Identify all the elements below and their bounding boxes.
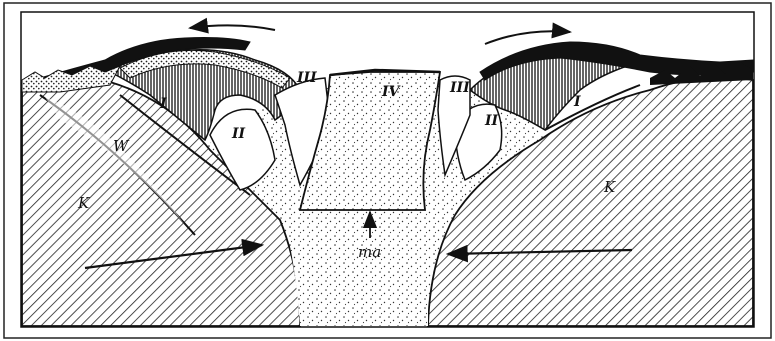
label-zone-IV: IV	[381, 84, 402, 100]
label-magma: ma	[358, 243, 381, 261]
label-zone-I-right: I	[573, 94, 581, 110]
label-zone-III-left: III	[296, 70, 317, 86]
central-vent	[285, 225, 430, 326]
label-zone-II-left: II	[231, 126, 246, 142]
label-block-W: W	[113, 137, 130, 155]
label-zone-III-right: III	[449, 80, 470, 96]
label-block-K-left: K	[77, 194, 90, 212]
label-zone-I-left: I	[159, 96, 167, 112]
label-block-K-right: K	[603, 178, 616, 196]
label-zone-II-right: II	[484, 113, 499, 129]
